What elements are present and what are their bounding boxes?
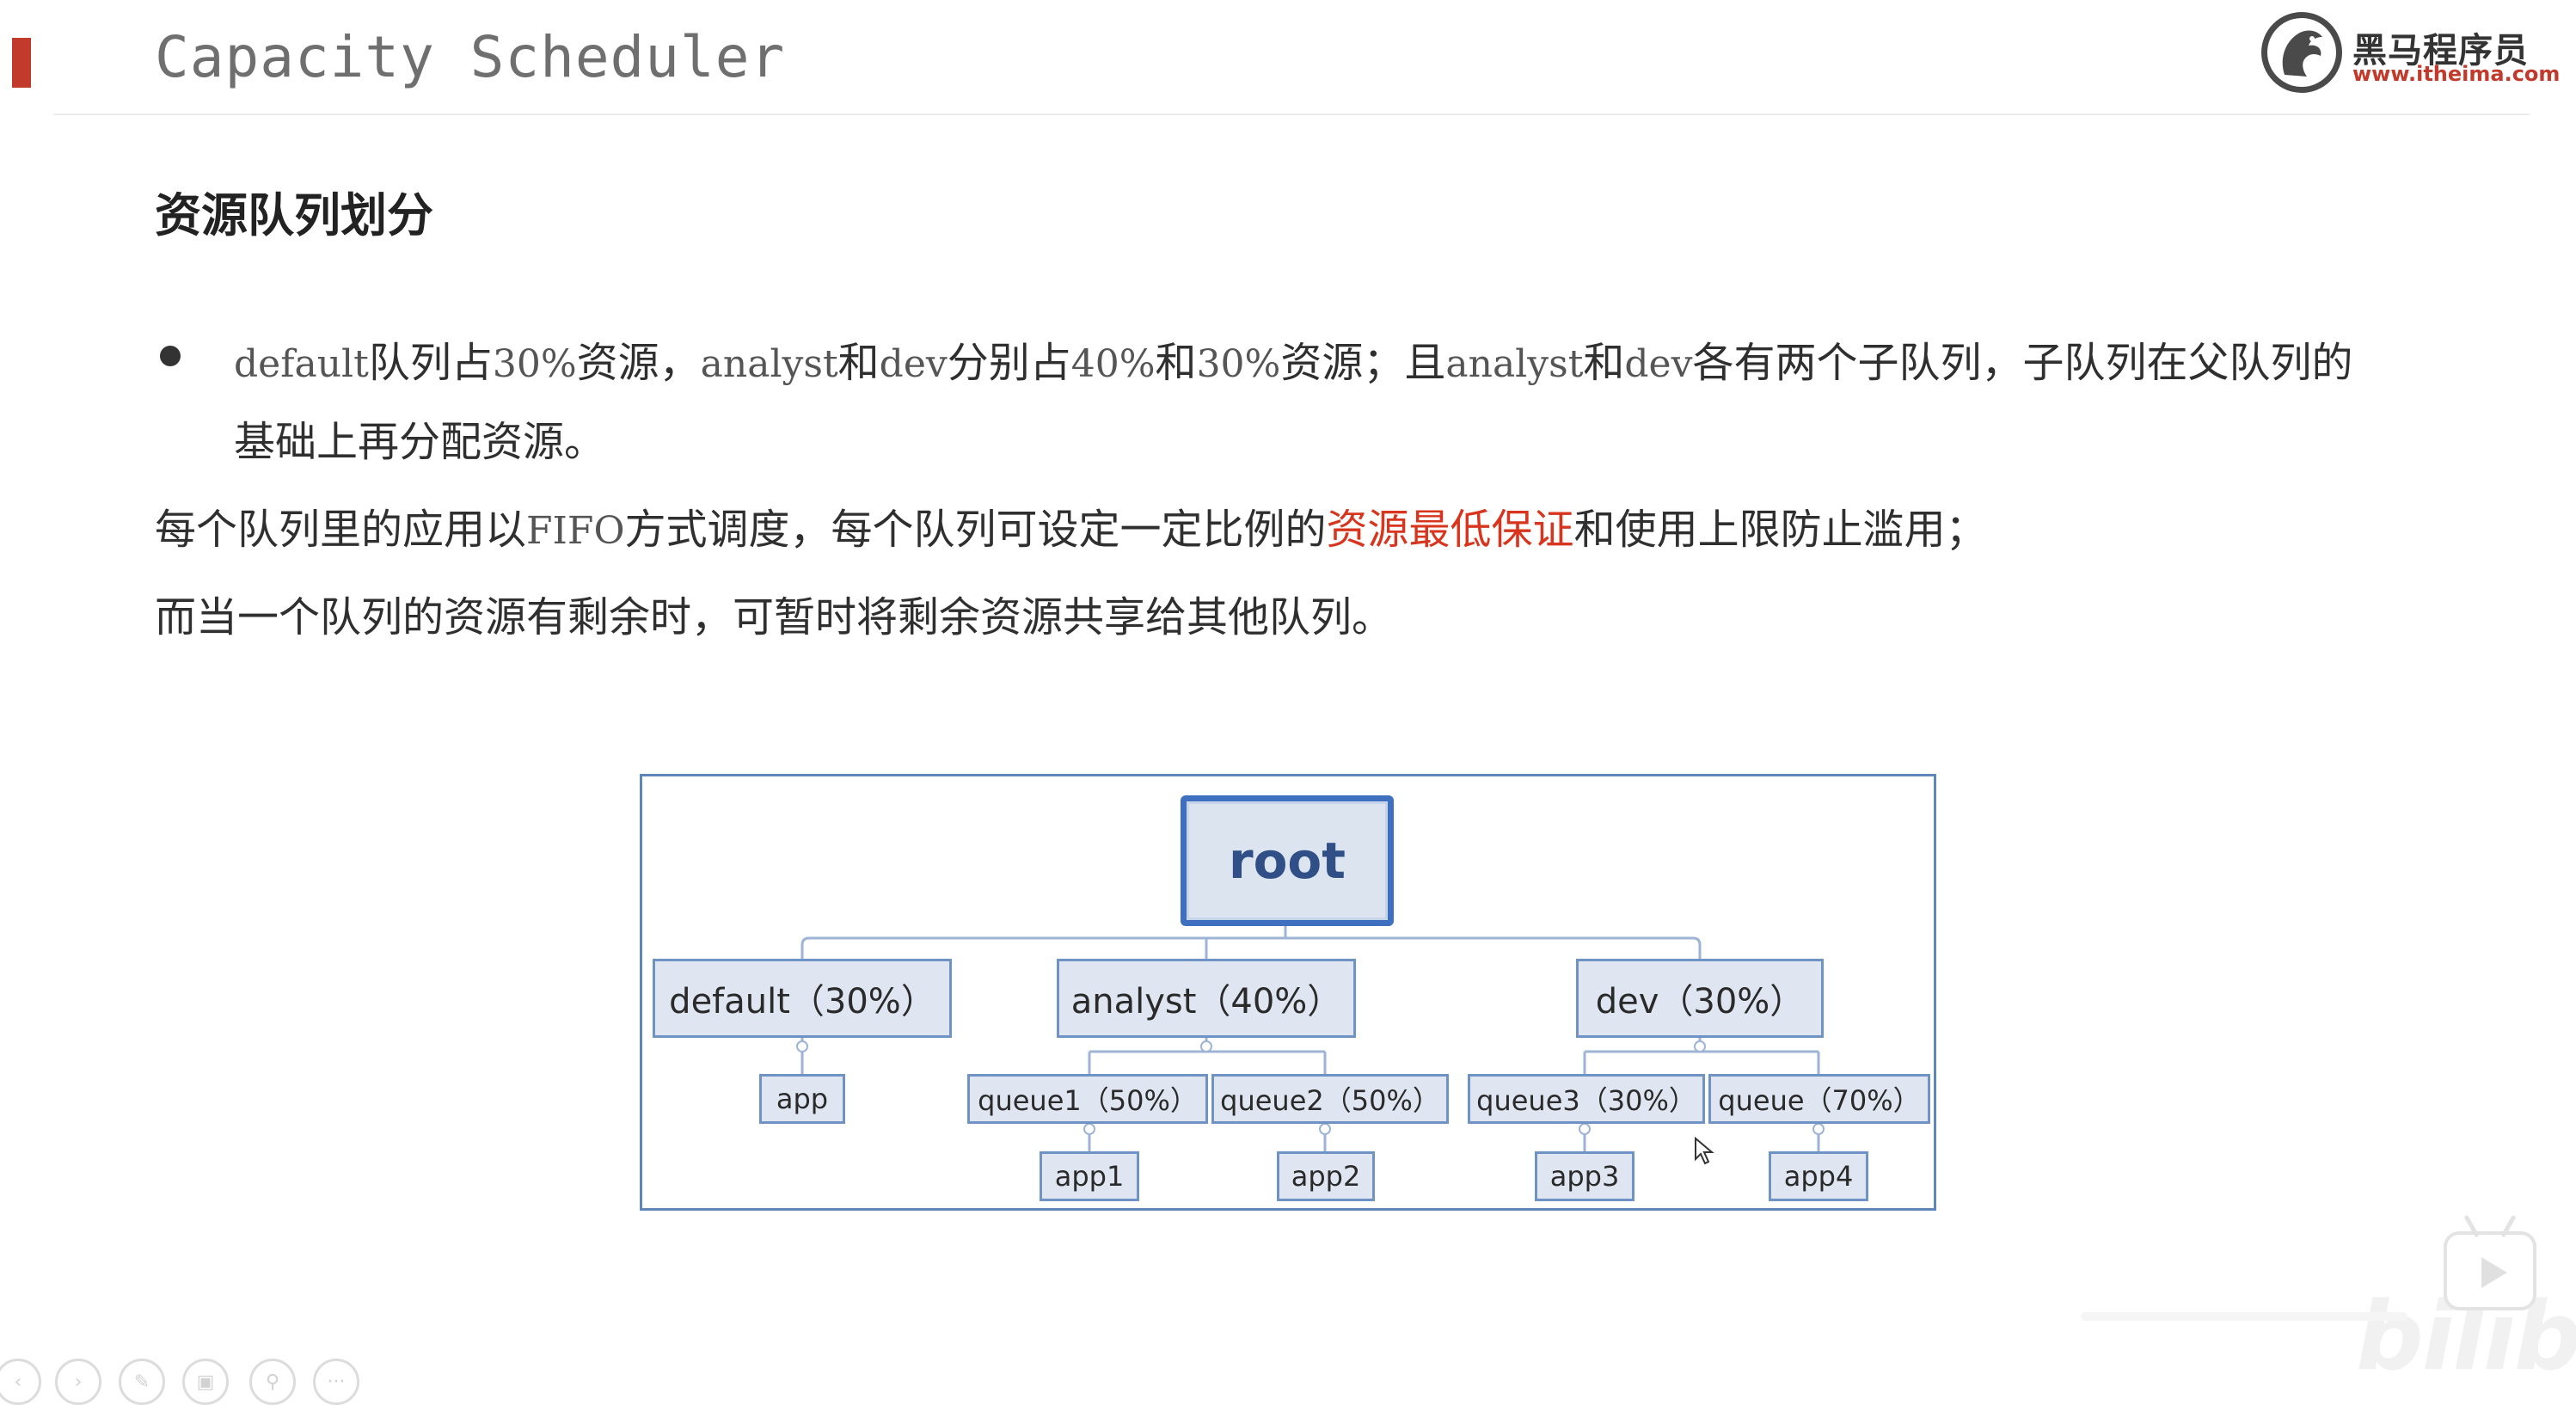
paragraph-sharing: 而当一个队列的资源有剩余时，可暂时将剩余资源共享给其他队列。 [155,593,1394,641]
text-run: 分别占 [947,339,1071,387]
subqueue-node-queue: queue（70%） [1708,1074,1930,1124]
slide-title: Capacity Scheduler [155,24,786,90]
player-progress-track [2081,1312,2407,1321]
bullet-line-1: default队列占30%资源，analyst和dev分别占40%和30%资源；… [234,328,2352,389]
bullet-line-2: 基础上再分配资源。 [234,418,606,466]
brand-url: www.itheima.com [2352,62,2561,86]
queue-node-analyst: analyst（40%） [1057,959,1356,1038]
text-run: 各有两个子队列，子队列在父队列的 [1692,339,2353,387]
text-run: 和 [837,339,880,387]
text-analyst: analyst [1445,342,1584,386]
text-percent: 40% [1070,342,1156,386]
pen-icon[interactable]: ✎ [119,1359,165,1405]
text-analyst: analyst [700,342,838,386]
play-icon[interactable] [2444,1231,2536,1310]
subqueue-node-queue1: queue1（50%） [967,1074,1208,1124]
text-run: 资源；且 [1280,339,1446,387]
text-dev: dev [879,342,948,386]
root-node: root [1181,795,1394,926]
text-run: 每个队列里的应用以 [155,506,527,554]
app-node-app2: app2 [1277,1151,1375,1201]
brand-logo: 黑马程序员 www.itheima.com [2261,12,2560,95]
header-divider [53,114,2530,115]
text-run: 队列占 [368,339,493,387]
section-heading: 资源队列划分 [155,188,433,242]
next-icon[interactable]: › [55,1359,101,1405]
bullet-dot [160,346,181,366]
subqueue-node-queue2: queue2（50%） [1211,1074,1449,1124]
highlight-text: 资源最低保证 [1326,506,1574,554]
text-run: 和 [1583,339,1625,387]
horse-head-logo-icon [2261,12,2342,93]
app-node-app3: app3 [1535,1151,1635,1201]
text-run: 方式调度，每个队列可设定一定比例的 [624,506,1327,554]
more-icon[interactable]: ··· [313,1359,359,1405]
connector-lines [796,926,1825,1151]
text-run: 和使用上限防止滥用； [1573,506,1987,554]
app-node-app1: app1 [1040,1151,1139,1201]
text-run: 和 [1155,339,1197,387]
text-default: default [234,342,369,386]
text-run: 资源， [576,339,701,387]
text-fifo: FIFO [526,509,625,553]
app-node-app4: app4 [1769,1151,1868,1201]
queue-node-default: default（30%） [653,959,952,1038]
text-percent: 30% [492,342,577,386]
prev-icon[interactable]: ‹ [0,1359,41,1405]
text-dev: dev [1624,342,1693,386]
brand-name: 黑马程序员 [2352,31,2529,71]
queue-hierarchy-diagram: root default（30%） analyst（40%） dev（30%） … [640,774,1936,1211]
app-node-app: app [759,1074,845,1124]
screen-icon[interactable]: ▣ [182,1359,229,1405]
zoom-icon[interactable]: ⚲ [249,1359,296,1405]
queue-node-dev: dev（30%） [1576,959,1824,1038]
text-percent: 30% [1196,342,1281,386]
title-accent-bar [12,38,31,88]
paragraph-scheduling: 每个队列里的应用以FIFO方式调度，每个队列可设定一定比例的资源最低保证和使用上… [155,495,1987,555]
subqueue-node-queue3: queue3（30%） [1468,1074,1705,1124]
mouse-cursor-icon [1695,1137,1714,1165]
